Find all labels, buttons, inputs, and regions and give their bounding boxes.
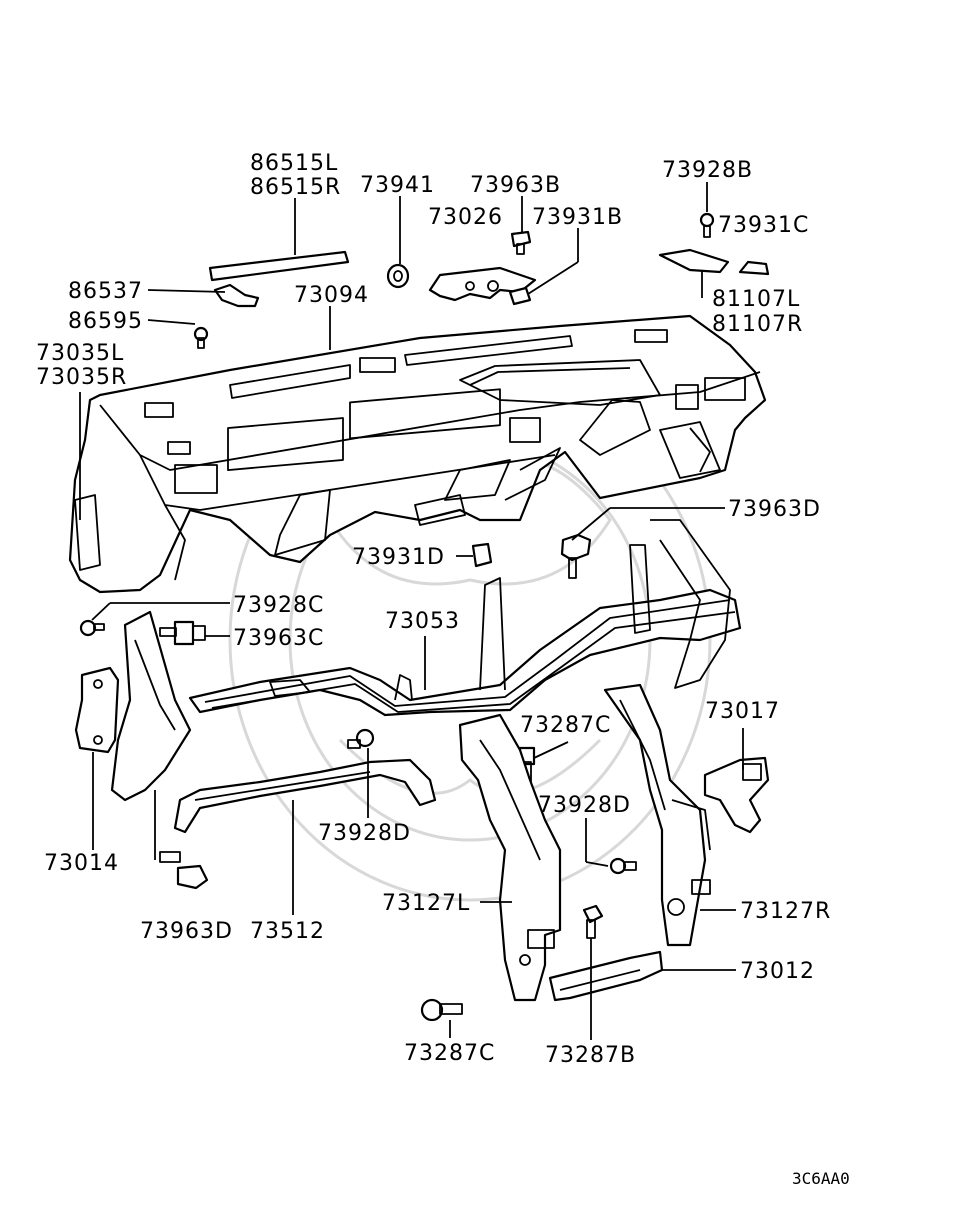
label-73941: 73941 <box>360 173 435 198</box>
label-86515L: 86515L <box>250 151 338 176</box>
label-73035L: 73035L <box>36 341 124 366</box>
label-73035R: 73035R <box>36 365 127 390</box>
defroster-grille-86515 <box>208 250 350 282</box>
bolt-73963D-top <box>560 533 592 579</box>
part-labels: 86515L 86515R 73941 73963B 73026 73931B … <box>36 151 831 1068</box>
instrument-panel-73094 <box>68 314 767 594</box>
label-73026: 73026 <box>428 205 503 230</box>
label-86595: 86595 <box>68 309 143 334</box>
label-73512: 73512 <box>250 919 325 944</box>
reinforcement-73053 <box>188 519 742 717</box>
label-73287C-bottom: 73287C <box>404 1041 495 1066</box>
bolt-73287C-bottom <box>420 998 463 1022</box>
bracket-73014 <box>74 666 120 754</box>
clip-73931D <box>471 542 493 568</box>
leader-lines <box>79 182 744 1040</box>
screw-86595 <box>193 326 209 349</box>
brace-73512 <box>173 758 437 834</box>
bracket-73017 <box>703 756 770 834</box>
bracket-73127R <box>603 683 711 947</box>
bolt-73963D-bottom <box>159 851 209 890</box>
side-bracket-left <box>110 610 192 802</box>
bracket-81107 <box>658 248 730 274</box>
bracket-86537 <box>213 283 260 308</box>
label-73012: 73012 <box>740 959 815 984</box>
screw-73928C <box>79 619 105 637</box>
label-73963D-bottom: 73963D <box>140 919 233 944</box>
nut-73963B <box>510 230 532 255</box>
bracket-73026 <box>428 266 537 302</box>
label-73287C-top: 73287C <box>520 713 611 738</box>
label-73963B: 73963B <box>470 173 561 198</box>
label-73931C: 73931C <box>718 213 809 238</box>
bolt-73928D-left <box>347 728 375 749</box>
bolt-73287B <box>582 904 604 939</box>
label-81107L: 81107L <box>712 287 800 312</box>
label-73127R: 73127R <box>740 899 831 924</box>
label-73928D-right: 73928D <box>538 793 631 818</box>
bolt-73963C <box>159 620 206 646</box>
label-86537: 86537 <box>68 279 143 304</box>
label-73928B: 73928B <box>662 158 753 183</box>
bracket-73012 <box>548 950 664 1002</box>
label-73931B: 73931B <box>532 205 623 230</box>
label-73094: 73094 <box>294 283 369 308</box>
label-73928D-left: 73928D <box>318 821 411 846</box>
label-73127L: 73127L <box>382 891 470 916</box>
label-73053: 73053 <box>385 609 460 634</box>
bracket-73127L <box>458 713 562 1002</box>
label-73014: 73014 <box>44 851 119 876</box>
label-73928C: 73928C <box>233 593 324 618</box>
label-86515R: 86515R <box>250 175 341 200</box>
label-73931D: 73931D <box>352 545 445 570</box>
label-73017: 73017 <box>705 699 780 724</box>
grommet-73941 <box>386 263 410 289</box>
clip-73931B <box>508 286 532 306</box>
screw-73928B <box>699 212 715 238</box>
bolt-73928D-right <box>609 857 637 875</box>
label-73963D-top: 73963D <box>728 497 821 522</box>
diagram-code: 3C6AA0 <box>792 1169 850 1188</box>
label-73963C: 73963C <box>233 626 324 651</box>
clip-73931C <box>738 260 770 276</box>
label-81107R: 81107R <box>712 312 803 337</box>
label-73287B: 73287B <box>545 1043 636 1068</box>
